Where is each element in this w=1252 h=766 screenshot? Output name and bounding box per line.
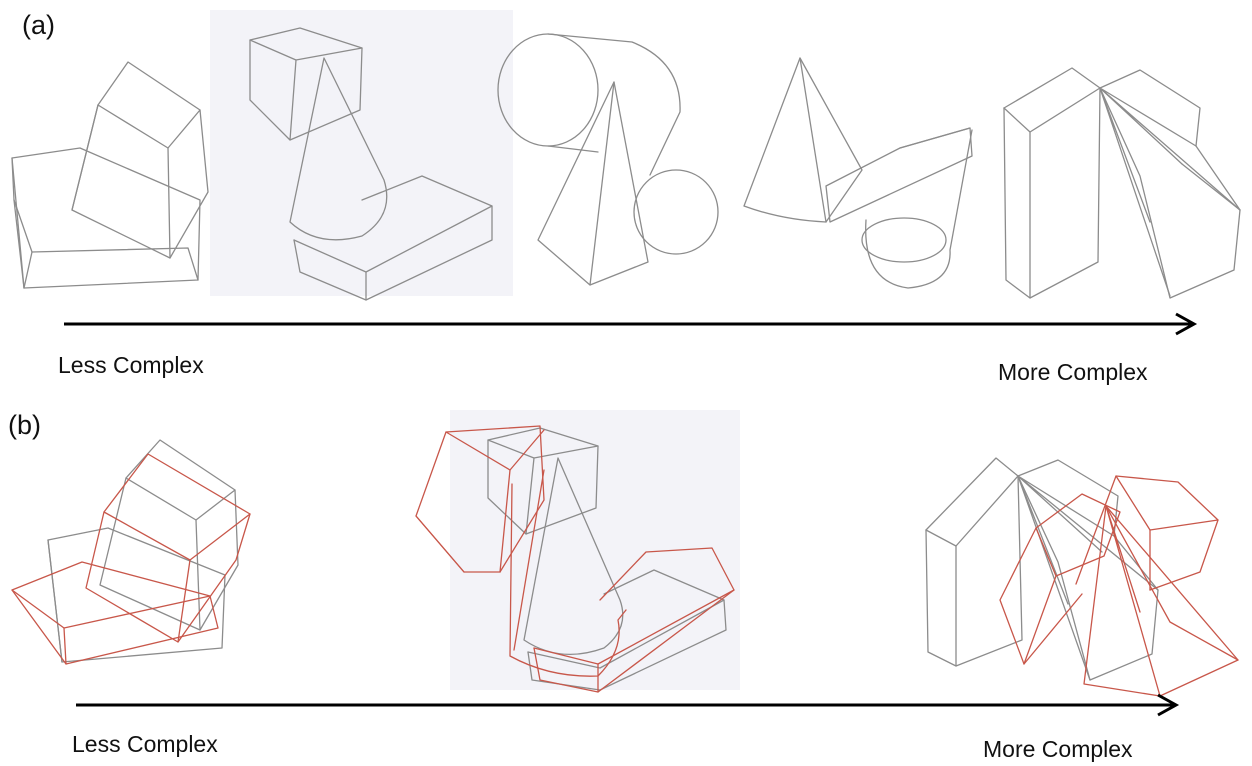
prisms-fan-sketch [1004, 68, 1240, 298]
panel-b-label: (b) [8, 412, 41, 439]
box-and-cube-with-overlay [12, 440, 250, 664]
pyramid-slab-cylinder-sketch [744, 58, 972, 288]
less-complex-label-b: Less Complex [72, 733, 218, 756]
cube-cone-slab-with-overlay [416, 410, 740, 692]
less-complex-label-a: Less Complex [58, 354, 204, 377]
panel-b [12, 410, 1238, 715]
panel-a [12, 10, 1240, 334]
complexity-arrow-b [76, 695, 1176, 715]
complexity-arrow-a [64, 314, 1194, 334]
more-complex-label-b: More Complex [983, 738, 1133, 761]
panel-a-label: (a) [22, 12, 55, 39]
more-complex-label-a: More Complex [998, 361, 1148, 384]
prisms-fan-with-overlay [926, 458, 1238, 696]
cube-cone-slab-sketch [210, 10, 513, 300]
cylinder-pyramid-sphere-sketch [498, 34, 718, 285]
box-and-cube-sketch [12, 62, 208, 288]
